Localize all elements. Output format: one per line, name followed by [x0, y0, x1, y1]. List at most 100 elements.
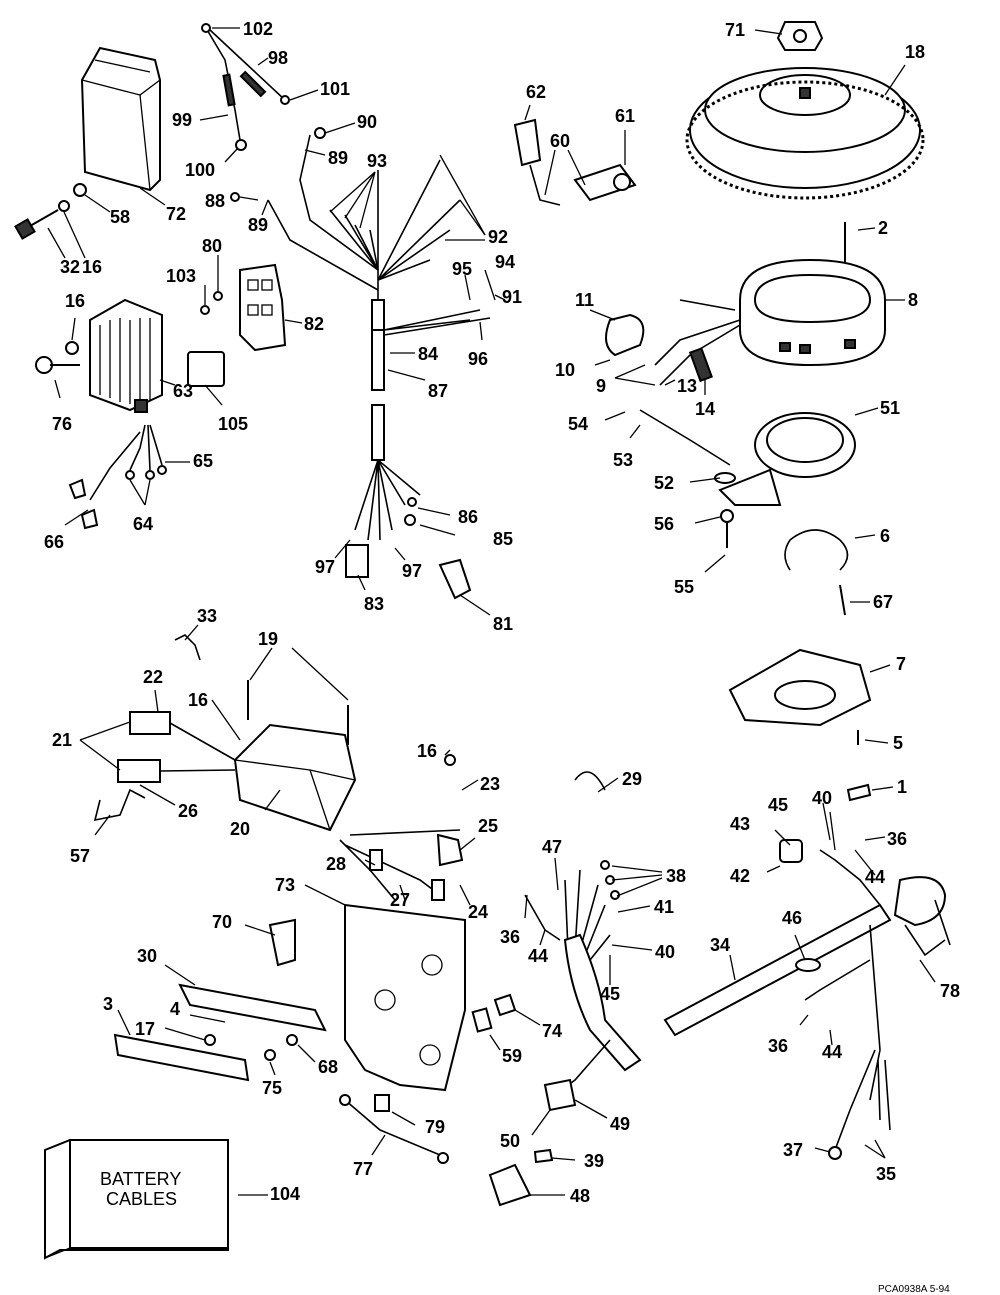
callout-70: 70 — [212, 912, 232, 932]
callout-102: 102 — [243, 19, 273, 39]
part-washer-58 — [73, 183, 87, 197]
callout-74: 74 — [542, 1021, 562, 1041]
callout-40a: 40 — [655, 942, 675, 962]
callout-71: 71 — [725, 20, 745, 40]
callout-67: 67 — [873, 592, 893, 612]
leader-lines — [47, 27, 936, 1196]
callout-77: 77 — [353, 1159, 373, 1179]
callout-89b: 89 — [248, 215, 268, 235]
callout-6: 6 — [880, 526, 890, 546]
callout-62: 62 — [526, 82, 546, 102]
part-spring-57 — [93, 788, 146, 822]
callout-48: 48 — [570, 1186, 590, 1206]
callout-28: 28 — [326, 854, 346, 874]
callout-21: 21 — [52, 730, 72, 750]
part-screw-75 — [264, 1049, 276, 1061]
part-relay-105 — [187, 351, 225, 387]
part-connector-79 — [374, 1094, 390, 1112]
part-washer-68 — [286, 1034, 298, 1046]
callout-44a: 44 — [528, 946, 548, 966]
callout-105: 105 — [218, 414, 248, 434]
part-spark-plug-leads-60 — [513, 118, 637, 206]
part-screw-76 — [35, 356, 80, 374]
callout-68: 68 — [318, 1057, 338, 1077]
callout-72: 72 — [166, 204, 186, 224]
callout-92: 92 — [488, 227, 508, 247]
part-washer-16 — [58, 200, 70, 212]
part-connector-27 — [431, 879, 445, 901]
part-nut-71 — [776, 21, 824, 51]
callout-61: 61 — [615, 106, 635, 126]
part-leads-64 — [68, 424, 167, 530]
callout-37: 37 — [783, 1140, 803, 1160]
part-ground-lead-98 — [201, 23, 290, 151]
callout-26: 26 — [178, 801, 198, 821]
callout-29: 29 — [622, 769, 642, 789]
callout-11: 11 — [575, 290, 594, 310]
callout-60: 60 — [550, 131, 570, 151]
callout-41: 41 — [654, 897, 674, 917]
callout-47: 47 — [542, 837, 562, 857]
callout-51: 51 — [880, 398, 900, 418]
part-rectifier-63 — [89, 298, 163, 413]
part-washer-16d — [444, 754, 456, 766]
callout-16a: 16 — [82, 257, 102, 277]
callout-99: 99 — [172, 110, 192, 130]
callout-40b: 40 — [812, 788, 832, 808]
callout-16b: 16 — [65, 291, 85, 311]
callout-103: 103 — [166, 266, 196, 286]
callout-97a: 97 — [315, 557, 335, 577]
callout-44c: 44 — [822, 1042, 842, 1062]
part-power-pack-72 — [80, 46, 161, 192]
callout-54: 54 — [568, 414, 588, 434]
callout-84: 84 — [418, 344, 438, 364]
part-spring-33 — [174, 634, 201, 661]
callout-90: 90 — [357, 112, 377, 132]
callout-82: 82 — [304, 314, 324, 334]
battery-cables-box — [44, 1139, 229, 1260]
battery-cables-line1: BATTERY — [100, 1169, 181, 1189]
callout-10: 10 — [555, 360, 575, 380]
callout-35: 35 — [876, 1164, 896, 1184]
callout-36c: 36 — [768, 1036, 788, 1056]
part-cover-48 — [488, 1163, 532, 1207]
callout-22: 22 — [143, 667, 163, 687]
part-timer-base-51 — [639, 409, 856, 506]
callout-91: 91 — [502, 287, 522, 307]
callout-87: 87 — [428, 381, 448, 401]
part-screw-103 — [200, 305, 210, 315]
callout-33: 33 — [197, 606, 217, 626]
callout-16d: 16 — [417, 741, 437, 761]
callout-42: 42 — [730, 866, 750, 886]
part-coil-leads-21 — [117, 711, 236, 783]
callout-32: 32 — [60, 257, 80, 277]
part-bolt-32 — [14, 209, 59, 240]
callout-24: 24 — [468, 902, 488, 922]
callout-89a: 89 — [328, 148, 348, 168]
callout-50: 50 — [500, 1131, 520, 1151]
callout-85: 85 — [493, 529, 513, 549]
part-cover-3 — [113, 1033, 250, 1082]
callout-58: 58 — [110, 207, 130, 227]
callout-7: 7 — [896, 654, 906, 674]
callout-63: 63 — [173, 381, 193, 401]
callout-9: 9 — [596, 376, 606, 396]
callout-101: 101 — [320, 79, 350, 99]
callout-36a: 36 — [500, 927, 520, 947]
callout-17: 17 — [135, 1019, 155, 1039]
callout-97b: 97 — [402, 561, 422, 581]
part-spacer-59 — [471, 1007, 493, 1033]
part-harness-45 — [524, 860, 642, 1096]
callout-56: 56 — [654, 514, 674, 534]
part-clip-1 — [846, 783, 872, 802]
callout-94: 94 — [495, 252, 515, 272]
part-bracket-73 — [344, 903, 466, 1092]
callout-19: 19 — [258, 629, 278, 649]
callout-52: 52 — [654, 473, 674, 493]
parts-artwork — [14, 21, 951, 1260]
callout-104: 104 — [270, 1184, 300, 1204]
callout-49: 49 — [610, 1114, 630, 1134]
callout-8: 8 — [908, 290, 918, 310]
callout-66: 66 — [44, 532, 64, 552]
callout-95: 95 — [452, 259, 472, 279]
